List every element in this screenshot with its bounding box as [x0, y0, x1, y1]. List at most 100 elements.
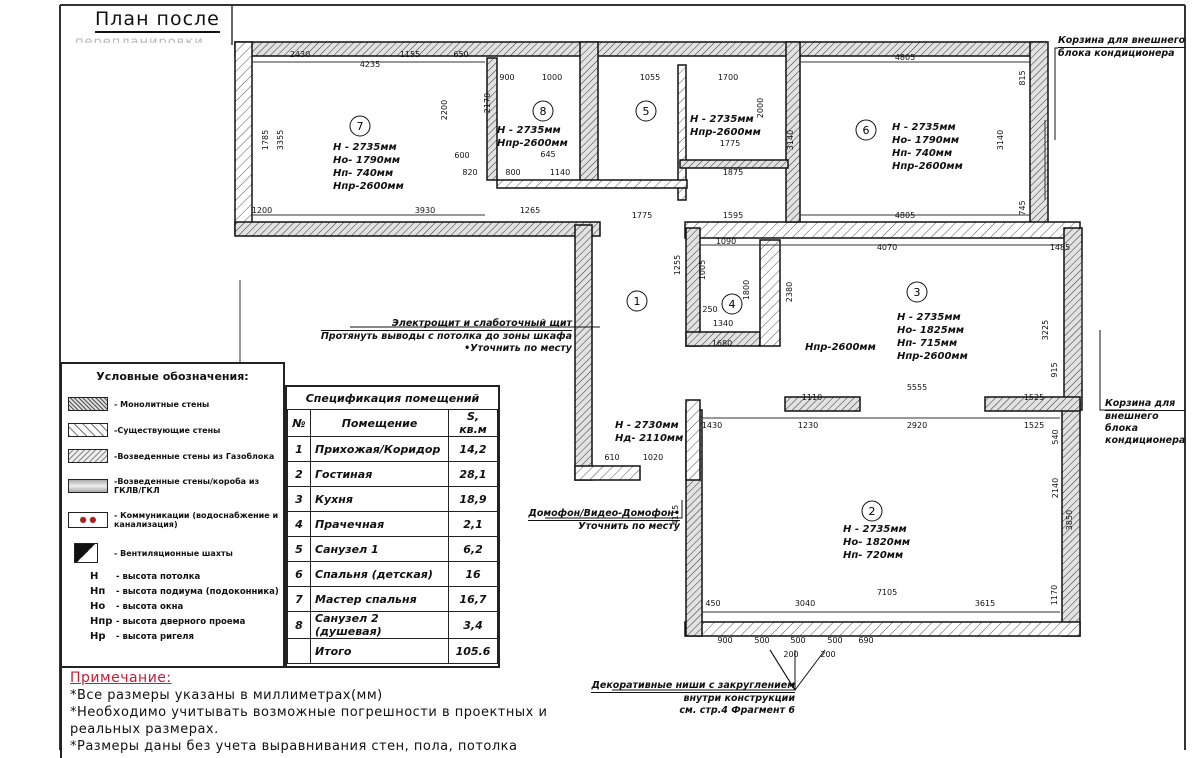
wall-segment [759, 239, 781, 347]
abbr-value: - высота потолка [116, 571, 201, 582]
spec-cell-num: 8 [287, 611, 311, 639]
spec-cell-area: 28,1 [448, 461, 498, 487]
dimension-label: 1170 [1050, 585, 1059, 605]
room-height-note: Но- 1790мм [333, 155, 400, 166]
room-number-circle [721, 293, 743, 315]
dimension-label: 1005 [698, 260, 707, 280]
dimension-label: 1020 [643, 453, 663, 462]
legend-label: -Возведенные стены из Газоблока [114, 451, 275, 461]
room-height-note: Нпр-2600мм [690, 127, 761, 138]
wall-segment [685, 399, 701, 481]
ann-line: Корзина для внешнего [1058, 35, 1186, 48]
dimension-label: 3140 [996, 130, 1005, 150]
dimension-label: 4805 [895, 53, 915, 62]
abbr-key: Нр [90, 631, 106, 642]
dimension-label: 1700 [718, 73, 738, 82]
wall-segment [784, 396, 861, 412]
room-height-note: H - 2735мм [690, 114, 754, 125]
leader-niches-lines [612, 649, 826, 691]
spec-cell-room: Санузел 2 (душевая) [310, 611, 449, 639]
spec-caption: Спецификация помещений [287, 387, 498, 410]
legend-label: - Коммуникации (водоснабжение и канализа… [114, 511, 279, 529]
ann-line: Уточнить по месту [578, 521, 680, 532]
dimension-label: 3355 [276, 130, 285, 150]
dimension-label: 500 [754, 636, 769, 645]
spec-cell-area: 16 [448, 561, 498, 587]
kitchen-door-height: Нпр-2600мм [805, 342, 876, 353]
dimension-label: 1775 [632, 211, 652, 220]
room-height-note: Нп- 720мм [843, 550, 903, 561]
room-number: 7 [357, 120, 364, 133]
dimension-label: 1140 [550, 168, 570, 177]
dimension-label: 4070 [877, 243, 897, 252]
room-height-note: Но- 1825мм [897, 325, 964, 336]
leader-intercom [545, 500, 683, 519]
room-number-circle [635, 100, 657, 122]
abbr-key: Нпр [90, 616, 113, 627]
dimension-label: 500 [827, 636, 842, 645]
spec-header-num: № [287, 409, 311, 437]
spec-cell-area: 14,2 [448, 436, 498, 462]
spec-cell-area: 6,2 [448, 536, 498, 562]
ann-line: Протянуть выводы с потолка до зоны шкафа [320, 331, 572, 342]
spec-total-num [287, 638, 311, 664]
room-height-note: Нп- 740мм [333, 168, 393, 179]
room-number: 3 [914, 286, 921, 299]
abbr-value: - высота подиума (подоконника) [116, 586, 279, 597]
legend-label: -Существующие стены [114, 425, 221, 435]
dimension-label: 2380 [785, 282, 794, 302]
dimension-label: 1340 [713, 319, 733, 328]
room-number-circle [861, 500, 883, 522]
note-item: *Необходимо учитывать возможные погрешно… [70, 705, 548, 737]
spec-cell-room: Прихожая/Коридор [310, 436, 449, 462]
ann-line: Корзина для [1105, 398, 1186, 411]
abbr-key: Нп [90, 586, 106, 597]
dimension-label: 815 [1018, 70, 1027, 85]
dimension-label: 2920 [907, 421, 927, 430]
room-number: 1 [634, 295, 641, 308]
abbr-value: - высота ригеля [116, 631, 194, 642]
room-number: 5 [643, 105, 650, 118]
dimension-label: 1875 [723, 168, 743, 177]
dimension-label: 1000 [542, 73, 562, 82]
room-number: 8 [540, 105, 547, 118]
room-number-circle [626, 290, 648, 312]
room-height-note: Нпр-2600мм [897, 351, 968, 362]
legend-panel: Условные обозначения: - Монолитные стены… [60, 362, 285, 668]
legend-label: - Монолитные стены [114, 399, 210, 409]
dimension-label: 4115 [671, 505, 680, 525]
dimension-label: 200 [783, 650, 798, 659]
dimension-label: 1155 [400, 50, 420, 59]
abbr-key: Но [90, 601, 106, 612]
dimension-label: 4235 [360, 60, 380, 69]
dimension-label: 3040 [795, 599, 815, 608]
dimension-label: 1110 [802, 393, 822, 402]
dimension-label: 2000 [756, 98, 765, 118]
dimension-label: 200 [820, 650, 835, 659]
spec-cell-room: Гостиная [310, 461, 449, 487]
room-number-circle [349, 115, 371, 137]
abbr-value: - высота окна [116, 601, 184, 612]
dimension-label: 1200 [252, 206, 272, 215]
dimension-label: 820 [462, 168, 477, 177]
wall-segment [234, 41, 253, 235]
room-number-circle [532, 100, 554, 122]
legend-item: - Вентиляционные шахты [62, 537, 283, 569]
dimension-label: 3615 [975, 599, 995, 608]
room-height-note: H - 2735мм [892, 122, 956, 133]
wall-segment [785, 41, 801, 223]
wall-segment [684, 621, 1081, 637]
room-height-note: H - 2735мм [897, 312, 961, 323]
wall-segment [685, 227, 701, 347]
notes-heading: Примечание: [70, 670, 172, 686]
ann-line: блока [1105, 423, 1138, 434]
wall-segment [574, 465, 641, 481]
gasblock-wall-swatch-icon [68, 449, 108, 463]
legend-abbr: Но - высота окна [62, 599, 283, 614]
room-height-note: H - 2735мм [843, 524, 907, 535]
legend-abbr: Нпр- высота дверного проема [62, 614, 283, 629]
ann-line: Домофон/Видео-Домофон• [528, 508, 680, 521]
